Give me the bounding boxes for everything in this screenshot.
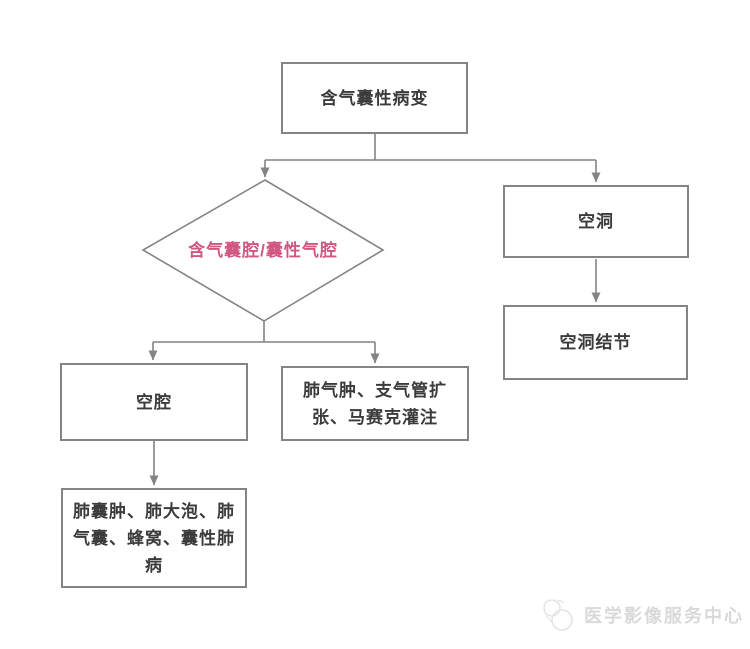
node-air-space: 空腔 [60, 363, 248, 441]
node-root: 含气囊性病变 [281, 62, 468, 134]
node-cystic: 肺囊肿、肺大泡、肺气囊、蜂窝、囊性肺病 [61, 488, 247, 588]
node-cystic-label: 肺囊肿、肺大泡、肺气囊、蜂窝、囊性肺病 [73, 501, 235, 575]
edge-root-split [265, 134, 596, 161]
node-decision: 含气囊腔/囊性气腔 [143, 236, 383, 261]
node-decision-label: 含气囊腔/囊性气腔 [188, 241, 338, 260]
edge-decision-split [153, 321, 375, 343]
node-cavity-nodule-label: 空洞结节 [559, 333, 632, 352]
node-emphysema-label: 肺气肿、支气管扩张、马赛克灌注 [303, 380, 447, 427]
node-cavity: 空洞 [503, 185, 689, 258]
medical-logo-icon [543, 599, 573, 631]
node-emphysema: 肺气肿、支气管扩张、马赛克灌注 [281, 366, 469, 441]
node-cavity-nodule: 空洞结节 [503, 305, 688, 380]
watermark: 医学影像服务中心 [540, 596, 744, 634]
node-cavity-label: 空洞 [578, 212, 614, 231]
node-air-space-label: 空腔 [136, 392, 172, 412]
watermark-text: 医学影像服务中心 [584, 606, 744, 626]
node-root-label: 含气囊性病变 [320, 88, 429, 108]
